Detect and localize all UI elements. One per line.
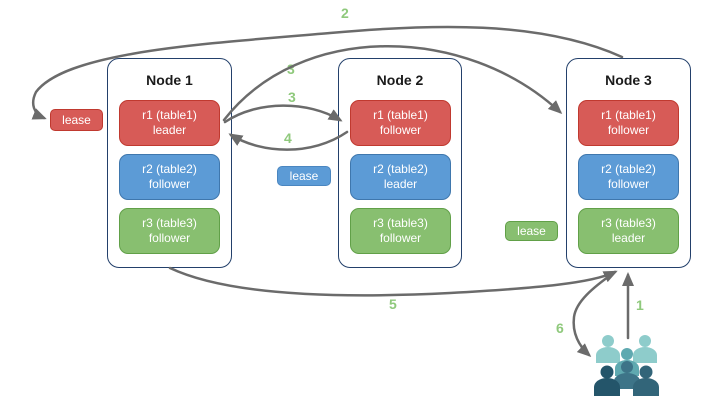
step-label-2: 2 <box>341 5 349 21</box>
node-1: Node 1 r1 (table1) leader r2 (table2) fo… <box>107 58 232 268</box>
node-3-range-r1: r1 (table1) follower <box>578 100 679 146</box>
range-role: leader <box>383 177 418 191</box>
range-role: follower <box>607 177 650 191</box>
step-label-3a: 3 <box>287 61 295 77</box>
lease-badge-red: lease <box>50 109 103 131</box>
node-2-range-r3: r3 (table3) follower <box>350 208 451 254</box>
step-label-4: 4 <box>284 130 292 146</box>
lease-badge-blue: lease <box>277 166 331 186</box>
range-label: r3 (table3) <box>142 216 197 230</box>
node-2-title: Node 2 <box>376 72 424 88</box>
range-role: follower <box>379 123 422 137</box>
node-3: Node 3 r1 (table1) follower r2 (table2) … <box>566 58 691 268</box>
range-label: r1 (table1) <box>373 108 428 122</box>
arrow-step-3-to-node2 <box>223 104 343 124</box>
range-role: follower <box>148 177 191 191</box>
range-role: leader <box>611 231 646 245</box>
range-label: r2 (table2) <box>373 162 428 176</box>
node-3-range-r3: r3 (table3) leader <box>578 208 679 254</box>
range-role: follower <box>148 231 191 245</box>
range-label: r1 (table1) <box>601 108 656 122</box>
node-3-title: Node 3 <box>605 72 652 88</box>
node-1-range-r2: r2 (table2) follower <box>119 154 220 200</box>
range-role: follower <box>379 231 422 245</box>
node-2: Node 2 r1 (table1) follower r2 (table2) … <box>338 58 462 268</box>
range-label: r1 (table1) <box>142 108 197 122</box>
range-label: r2 (table2) <box>601 162 656 176</box>
lease-badge-green: lease <box>505 221 558 241</box>
arrow-step-5 <box>168 266 618 297</box>
users-group-icon <box>594 335 659 396</box>
range-label: r3 (table3) <box>601 216 656 230</box>
node-1-range-r1: r1 (table1) leader <box>119 100 220 146</box>
range-role: leader <box>152 123 187 137</box>
range-label: r3 (table3) <box>373 216 428 230</box>
node-2-range-r2: r2 (table2) leader <box>350 154 451 200</box>
range-role: follower <box>607 123 650 137</box>
range-label: r2 (table2) <box>142 162 197 176</box>
node-1-title: Node 1 <box>146 72 193 88</box>
node-2-range-r1: r1 (table1) follower <box>350 100 451 146</box>
arrow-step-6 <box>572 270 617 358</box>
node-3-range-r2: r2 (table2) follower <box>578 154 679 200</box>
step-label-1: 1 <box>636 297 644 313</box>
node-1-range-r3: r3 (table3) follower <box>119 208 220 254</box>
step-label-5: 5 <box>389 296 397 312</box>
step-label-6: 6 <box>556 320 564 336</box>
step-label-3b: 3 <box>288 89 296 105</box>
